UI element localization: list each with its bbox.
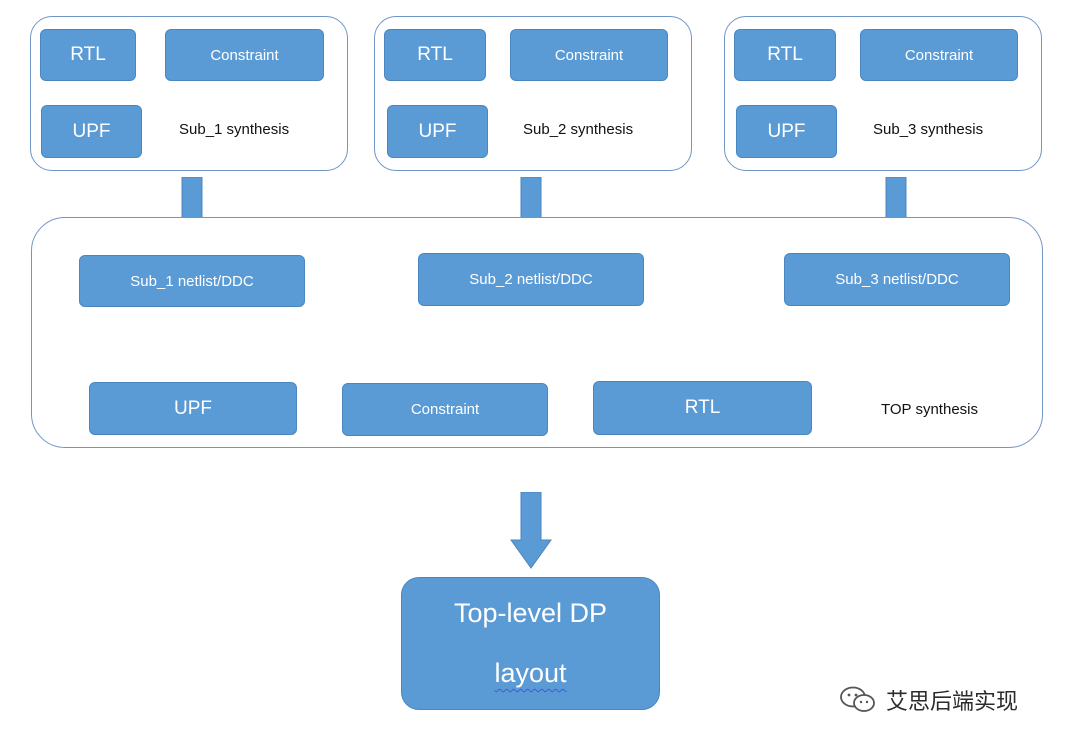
arrow-down-icon <box>510 492 552 569</box>
final-title-line2-text: layout <box>494 658 567 688</box>
sub1-netlist-block: Sub_1 netlist/DDC <box>79 255 305 307</box>
sub1-upf-block: UPF <box>41 105 142 158</box>
watermark: 艾思后端实现 <box>838 683 1018 717</box>
sub3-rtl-block: RTL <box>734 29 836 81</box>
sub2-upf-block: UPF <box>387 105 488 158</box>
sub1-synthesis-label: Sub_1 synthesis <box>179 121 290 138</box>
sub2-constraint-block: Constraint <box>510 29 668 81</box>
top-upf-block: UPF <box>89 382 297 435</box>
top-rtl-block: RTL <box>593 381 812 435</box>
sub3-netlist-block: Sub_3 netlist/DDC <box>784 253 1010 306</box>
top-synthesis-label: TOP synthesis <box>881 401 978 418</box>
top-constraint-block: Constraint <box>342 383 548 436</box>
final-title-line1: Top-level DP <box>453 598 608 628</box>
wechat-icon <box>840 686 875 712</box>
sub3-constraint-block: Constraint <box>860 29 1018 81</box>
watermark-text: 艾思后端实现 <box>886 689 1019 714</box>
final-title-line2: layout <box>402 658 659 689</box>
sub3-synthesis-label: Sub_3 synthesis <box>873 121 984 138</box>
sub2-netlist-block: Sub_2 netlist/DDC <box>418 253 644 306</box>
sub2-rtl-block: RTL <box>384 29 486 81</box>
sub1-rtl-block: RTL <box>40 29 136 81</box>
sub2-synthesis-label: Sub_2 synthesis <box>523 121 634 138</box>
top-level-dp-layout-block: Top-level DP layout <box>401 577 660 710</box>
sub3-upf-block: UPF <box>736 105 837 158</box>
sub1-constraint-block: Constraint <box>165 29 324 81</box>
